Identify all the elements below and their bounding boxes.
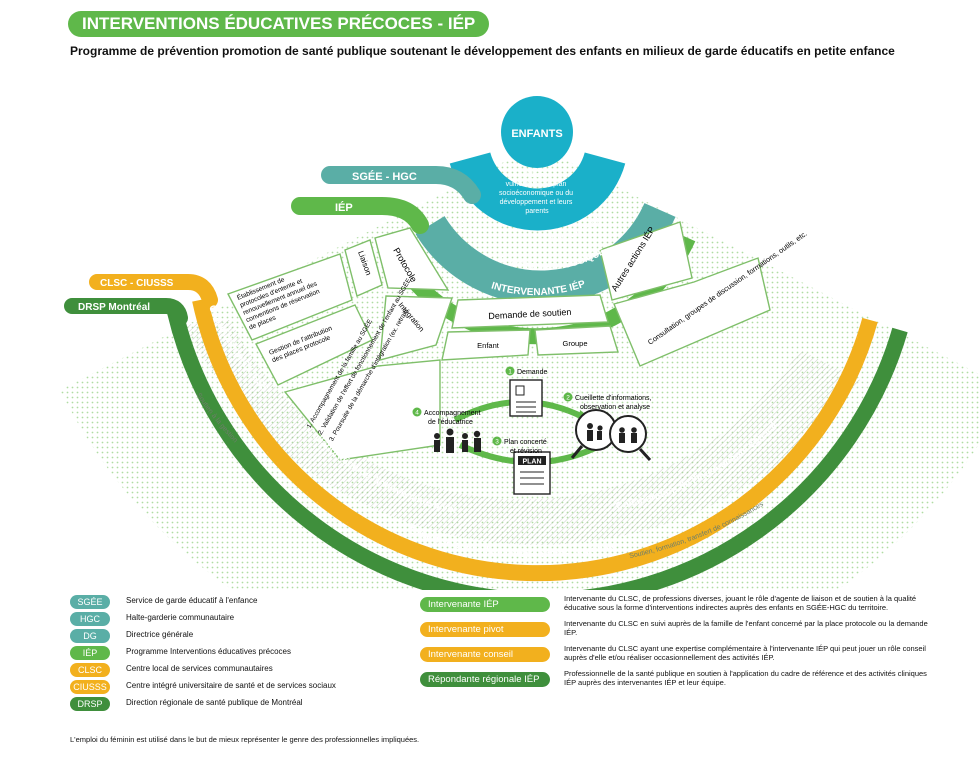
sector-etablissement: [227, 253, 353, 341]
step2-line: Cueillette d'informations,: [575, 395, 651, 402]
request-doc-icon: [509, 379, 543, 417]
step3-line: Plan concerté: [504, 439, 547, 446]
step2-num: 2: [566, 395, 570, 402]
step3-num: 3: [495, 439, 499, 446]
clsc-tab: [89, 274, 218, 308]
role-desc-pivot: Intervenante du CLSC en suivi auprès de …: [564, 619, 928, 637]
drsp-tab: [64, 298, 188, 326]
step-badge: [563, 392, 573, 402]
sector-steps: [283, 359, 441, 461]
legend-abbr-text: Centre intégré universitaire de santé et…: [126, 681, 336, 690]
text-groupe: Groupe: [562, 339, 587, 348]
magnifier-icon-2: [609, 415, 647, 453]
people-icon: [434, 423, 637, 453]
children-desc-line: développement et leurs: [500, 199, 573, 206]
step2-label: Cueillette d'informations, observation e…: [575, 395, 653, 411]
text-demande-soutien: Demande de soutien: [488, 307, 571, 321]
legend-abbr-text: Service de garde éducatif à l'enfance: [126, 596, 258, 605]
iep-tab: [291, 197, 429, 234]
step1-label: Demande: [517, 369, 547, 376]
children-desc-line: socioéconomique ou du: [499, 190, 573, 197]
role-desc-conseil: Intervenante du CLSC ayant une expertise…: [564, 644, 926, 662]
legend-abbr-text: Direction régionale de santé publique de…: [126, 698, 303, 707]
legend-abbr-pill: HGC: [70, 612, 110, 626]
sector-consultation: [613, 257, 771, 367]
role-pill-conseil: Intervenante conseil: [420, 647, 550, 662]
sector-demande: [451, 294, 609, 329]
step1-num: 1: [508, 369, 512, 376]
footer-note: L'emploi du féminin est utilisé dans le …: [70, 735, 420, 744]
step2-line: observation et analyse: [580, 404, 650, 411]
role-pill-regionale: Répondante régionale IÉP: [420, 672, 550, 687]
children-desc-line: vulnérables au plan: [506, 181, 567, 188]
step4-num: 4: [415, 410, 419, 417]
drsp-band: [167, 310, 908, 590]
role-desc-regionale: Professionnelle de la santé publique en …: [564, 669, 927, 687]
legend-abbr-text: Halte-garderie communautaire: [126, 613, 235, 622]
children-desc: 0-5 ans vulnérables au plan socioéconomi…: [499, 172, 575, 215]
sector-protocole: [374, 227, 450, 291]
clsc-band: [192, 298, 878, 582]
legend-abbr-pill: DG: [70, 629, 110, 643]
sector-groupe: [534, 325, 619, 356]
step4-line: Accompagnement: [424, 410, 480, 417]
legend-abbr-pill: CLSC: [70, 663, 110, 677]
step3-label: Plan concerté et révision: [504, 439, 549, 455]
label-sgee-hgc: SGÉE - HGC: [352, 170, 417, 183]
step4-line: de l'éducatrice: [428, 419, 473, 426]
sector-autres: [599, 221, 693, 301]
step4-label: Accompagnement de l'éducatrice: [424, 410, 482, 426]
children-desc-line: 0-5 ans: [524, 172, 548, 179]
role-desc-iep: Intervenante du CLSC, de professions div…: [564, 594, 917, 612]
legend-abbr-pill: SGÉE: [70, 595, 110, 609]
legend-abbr-text: Directrice générale: [126, 630, 194, 639]
label-drsp: DRSP Montréal: [78, 302, 150, 313]
step-badge: [492, 436, 502, 446]
page-title: INTERVENTIONS ÉDUCATIVES PRÉCOCES - IÉP: [68, 11, 490, 37]
sector-gestion: [255, 304, 373, 386]
hatched-band: [185, 320, 860, 545]
children-arc: [449, 151, 626, 231]
page-subtitle: Programme de prévention promotion de san…: [70, 44, 895, 58]
children-circle: [501, 96, 573, 168]
sector-enfant: [441, 329, 531, 361]
role-pill-iep: Intervenante IÉP: [420, 597, 550, 612]
sector-integration: [379, 295, 453, 361]
step-badge: [505, 366, 515, 376]
legend-abbr-pill: IÉP: [70, 646, 110, 660]
legend-abbr-text: Programme Interventions éducatives préco…: [126, 647, 291, 656]
role-pill-pivot: Intervenante pivot: [420, 622, 550, 637]
program-diagram: ENFANTS 0-5 ans vulnérables au plan soci…: [60, 96, 980, 590]
sector-liaison: [344, 239, 383, 297]
text-enfant: Enfant: [477, 341, 500, 350]
sgee-tab: [321, 166, 481, 204]
step-badge: [412, 407, 422, 417]
label-iep: IÉP: [335, 201, 353, 214]
children-title: ENFANTS: [511, 128, 562, 140]
legend-abbr-text: Centre local de services communautaires: [126, 664, 273, 673]
legend-abbr-pill: CIUSSS: [70, 680, 110, 694]
intervention-cycle: PLAN 1 Demande 2 Cueillette d'informatio…: [412, 366, 653, 495]
legend-abbr-pill: DRSP: [70, 697, 110, 711]
plan-doc-label: PLAN: [522, 459, 541, 466]
label-clsc-ciusss: CLSC - CIUSSS: [100, 278, 174, 289]
children-desc-line: parents: [525, 208, 549, 215]
step3-line: et révision: [510, 448, 542, 455]
